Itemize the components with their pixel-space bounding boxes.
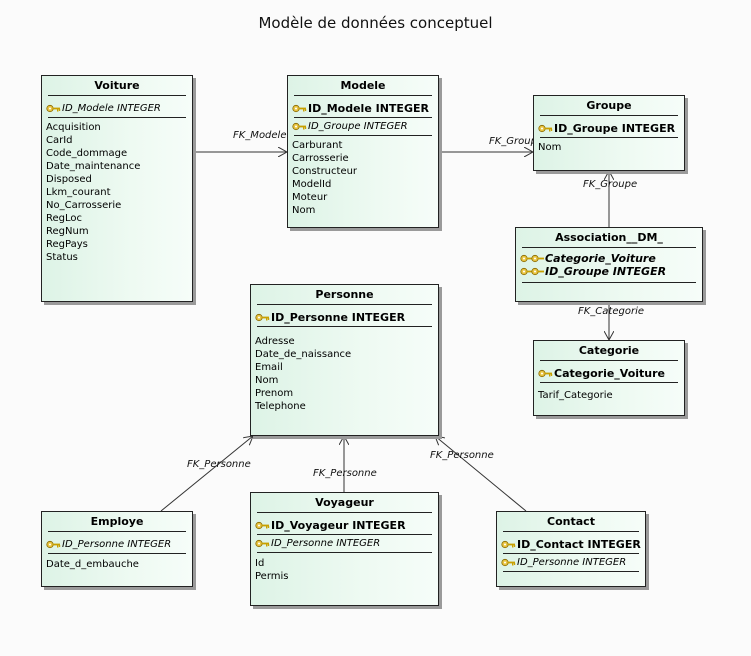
- entity-name: Employe: [90, 515, 144, 528]
- link-label-fk-groupe-assoc: FK_Groupe: [583, 179, 638, 190]
- link-label-fk-personne-contact: FK_Personne: [430, 450, 494, 461]
- diagram-title: Modèle de données conceptuel: [258, 14, 493, 32]
- pk-attribute: ID_Contact INTEGER: [501, 538, 641, 551]
- attribute: Disposed: [46, 174, 92, 185]
- attribute: Code_dommage: [46, 148, 128, 159]
- primary-key-icon: [255, 521, 270, 530]
- primary-key-icon: [501, 540, 516, 549]
- attribute: Carrosserie: [292, 153, 349, 164]
- attribute: RegLoc: [46, 213, 83, 224]
- entity-name: Voiture: [94, 79, 140, 92]
- fk-attribute: ID_Personne INTEGER: [46, 538, 188, 551]
- attribute: Status: [46, 252, 78, 263]
- primary-foreign-key-icon: [520, 267, 544, 276]
- primary-key-icon: [255, 313, 270, 322]
- pk-fk-attribute: Categorie_Voiture: [520, 252, 698, 265]
- attribute: RegNum: [46, 226, 89, 237]
- entity-categorie[interactable]: Categorie Categorie_Voiture Tarif_Catego…: [533, 340, 685, 416]
- link-label-fk-modele: FK_Modele: [233, 130, 287, 141]
- attribute: Lkm_courant: [46, 187, 111, 198]
- primary-key-icon: [292, 104, 307, 113]
- attribute: Date_de_naissance: [255, 349, 352, 360]
- entity-name: Voyageur: [315, 496, 374, 509]
- entity-name: Modele: [340, 79, 386, 92]
- attribute: Date_maintenance: [46, 161, 141, 172]
- attribute: Adresse: [255, 336, 295, 347]
- foreign-key-icon: [255, 539, 270, 548]
- foreign-key-icon: [501, 558, 516, 567]
- entity-name: Categorie: [578, 344, 640, 357]
- foreign-key-icon: [46, 104, 61, 113]
- link-employe-personne[interactable]: [160, 436, 253, 512]
- entity-voiture[interactable]: Voiture ID_Modele INTEGER Acquisition Ca…: [41, 75, 193, 302]
- link-label-fk-categorie: FK_Categorie: [578, 306, 645, 317]
- entity-name: Contact: [547, 515, 595, 528]
- entity-association-dm[interactable]: Association__DM_ Categorie_Voiture ID_Gr…: [515, 227, 703, 302]
- pk-fk-attribute: ID_Groupe INTEGER: [520, 265, 698, 278]
- entity-voyageur[interactable]: Voyageur ID_Voyageur INTEGER ID_Personne…: [250, 492, 439, 606]
- link-label-fk-personne-voyageur: FK_Personne: [313, 468, 377, 479]
- attribute: RegPays: [46, 239, 88, 250]
- attribute: Telephone: [255, 401, 306, 412]
- entity-contact[interactable]: Contact ID_Contact INTEGER ID_Personne I…: [496, 511, 646, 587]
- attribute: ModelId: [292, 179, 332, 190]
- attribute: Id: [255, 558, 265, 569]
- fk-attribute: ID_Modele INTEGER: [46, 102, 188, 115]
- attribute: Nom: [292, 205, 316, 216]
- entity-name: Groupe: [586, 99, 632, 112]
- attribute: Date_d_embauche: [46, 559, 139, 570]
- link-label-fk-personne-employe: FK_Personne: [187, 459, 251, 470]
- pk-attribute: ID_Modele INTEGER: [292, 102, 434, 115]
- attribute: Email: [255, 362, 283, 373]
- pk-attribute: Categorie_Voiture: [538, 367, 680, 380]
- entity-personne[interactable]: Personne ID_Personne INTEGER Adresse Dat…: [250, 284, 439, 436]
- primary-key-icon: [538, 369, 553, 378]
- foreign-key-icon: [46, 540, 61, 549]
- attribute: Moteur: [292, 192, 328, 203]
- attribute: No_Carrosserie: [46, 200, 122, 211]
- attribute: Constructeur: [292, 166, 358, 177]
- pk-attribute: ID_Voyageur INTEGER: [255, 519, 434, 532]
- attribute: Tarif_Categorie: [538, 390, 613, 401]
- attribute: Acquisition: [46, 122, 101, 133]
- fk-attribute: ID_Groupe INTEGER: [292, 120, 434, 133]
- link-contact-personne[interactable]: [435, 436, 527, 512]
- primary-key-icon: [538, 124, 553, 133]
- attribute: Prenom: [255, 388, 294, 399]
- attribute: Nom: [255, 375, 279, 386]
- fk-attribute: ID_Personne INTEGER: [255, 537, 434, 550]
- entity-name: Association__DM_: [555, 231, 663, 244]
- attribute: Permis: [255, 571, 289, 582]
- fk-attribute: ID_Personne INTEGER: [501, 556, 641, 569]
- primary-foreign-key-icon: [520, 254, 544, 263]
- pk-attribute: ID_Groupe INTEGER: [538, 122, 680, 135]
- attribute: Nom: [538, 142, 562, 153]
- entity-name: Personne: [315, 288, 374, 301]
- attribute: CarId: [46, 135, 73, 146]
- entity-employe[interactable]: Employe ID_Personne INTEGER Date_d_embau…: [41, 511, 193, 587]
- attribute: Carburant: [292, 140, 343, 151]
- entity-modele[interactable]: Modele ID_Modele INTEGER ID_Groupe INTEG…: [287, 75, 439, 228]
- entity-groupe[interactable]: Groupe ID_Groupe INTEGER Nom: [533, 95, 685, 171]
- foreign-key-icon: [292, 122, 307, 131]
- pk-attribute: ID_Personne INTEGER: [255, 311, 434, 324]
- link-label-fk-groupe: FK_Groupe: [489, 136, 544, 147]
